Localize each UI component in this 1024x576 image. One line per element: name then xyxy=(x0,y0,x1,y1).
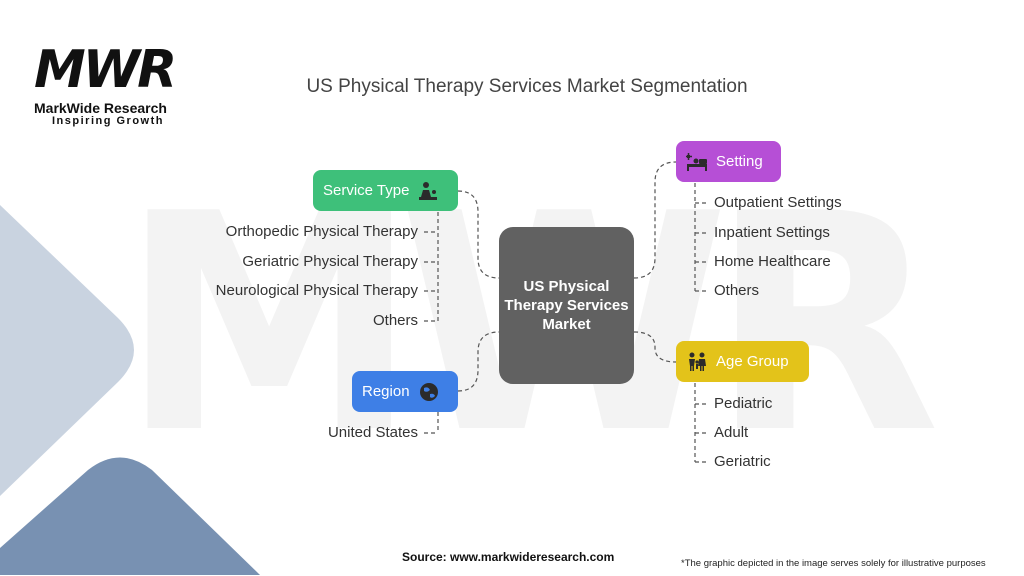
service-type-item-3: Neurological Physical Therapy xyxy=(215,282,418,299)
logo-tagline: Inspiring Growth xyxy=(52,115,164,127)
therapist-icon xyxy=(417,180,439,202)
logo-mark: MWR xyxy=(34,40,177,100)
category-region: Region xyxy=(352,371,458,412)
age-group-item-3: Geriatric xyxy=(714,453,771,470)
category-age-group: Age Group xyxy=(676,341,809,382)
center-node: US Physical Therapy Services Market xyxy=(499,227,634,384)
age-group-item-2: Adult xyxy=(714,424,749,441)
service-type-label: Service Type xyxy=(323,182,410,199)
service-type-item-4: Others xyxy=(372,312,418,329)
setting-item-2: Inpatient Settings xyxy=(714,224,830,241)
setting-item-3: Home Healthcare xyxy=(714,253,831,270)
setting-item-4: Others xyxy=(714,282,760,299)
disclaimer-note: *The graphic depicted in the image serve… xyxy=(681,558,986,569)
category-setting: Setting xyxy=(676,141,781,182)
service-type-item-2: Geriatric Physical Therapy xyxy=(242,253,418,270)
page-title: US Physical Therapy Services Market Segm… xyxy=(306,76,748,97)
hospital-bed-icon xyxy=(686,151,708,173)
service-type-item-1: Orthopedic Physical Therapy xyxy=(225,223,418,240)
source-text: Source: www.markwideresearch.com xyxy=(402,550,615,564)
region-item-1: United States xyxy=(327,424,418,441)
logo-name: MarkWide Research xyxy=(34,100,167,116)
age-group-label: Age Group xyxy=(716,353,789,370)
age-group-item-1: Pediatric xyxy=(714,395,773,412)
setting-item-1: Outpatient Settings xyxy=(714,194,842,211)
family-icon xyxy=(686,351,708,373)
globe-icon xyxy=(418,381,440,403)
setting-label: Setting xyxy=(716,153,763,170)
category-service-type: Service Type xyxy=(313,170,458,211)
region-label: Region xyxy=(362,383,410,400)
